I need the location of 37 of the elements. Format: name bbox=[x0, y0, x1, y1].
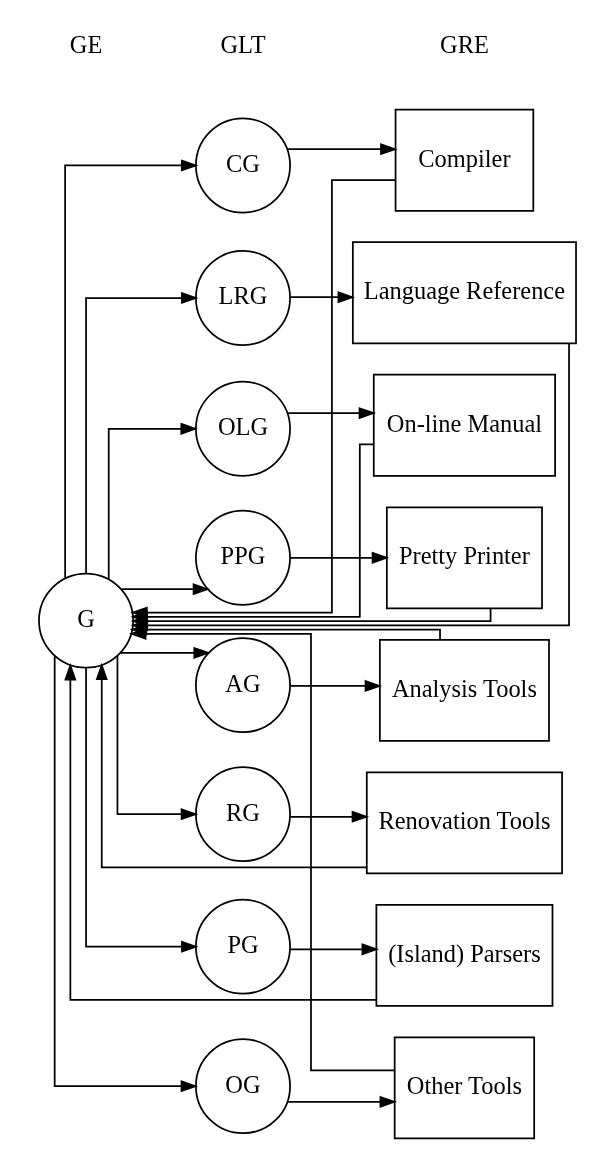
label: GLT bbox=[220, 31, 266, 59]
node-circle: LRG bbox=[195, 250, 291, 346]
arrow bbox=[289, 943, 379, 956]
arrow bbox=[116, 655, 199, 821]
node-circle: PG bbox=[195, 898, 291, 995]
node-circle: OG bbox=[195, 1038, 291, 1135]
node-circle: G bbox=[38, 572, 134, 669]
arrow bbox=[289, 810, 370, 823]
arrow bbox=[95, 662, 368, 869]
node-circle: CG bbox=[195, 117, 291, 214]
node-box: Compiler bbox=[394, 108, 535, 212]
node-circle: RG bbox=[195, 766, 291, 863]
arrow bbox=[289, 551, 390, 564]
label: GE bbox=[69, 31, 103, 59]
node-box: Renovation Tools bbox=[365, 771, 563, 875]
node-box: Pretty Printer bbox=[385, 506, 543, 610]
arrow bbox=[286, 1095, 398, 1108]
arrow bbox=[107, 422, 198, 580]
arrow bbox=[120, 646, 211, 659]
node-box: Analysis Tools bbox=[379, 638, 550, 742]
arrow bbox=[85, 667, 199, 953]
node-box: Other Tools bbox=[393, 1036, 536, 1140]
node-box: On-line Manual bbox=[372, 373, 556, 477]
arrow bbox=[286, 143, 398, 156]
arrow bbox=[64, 662, 377, 1001]
arrow bbox=[64, 159, 199, 579]
node-circle: PPG bbox=[195, 509, 291, 606]
arrow bbox=[286, 407, 377, 420]
arrow bbox=[53, 655, 199, 1093]
label: GRE bbox=[440, 31, 489, 59]
node-circle: OLG bbox=[195, 380, 291, 477]
node-box: (Island) Parsers bbox=[375, 903, 554, 1007]
arrow bbox=[85, 291, 199, 574]
node-box: Language Reference bbox=[351, 241, 577, 345]
arrow bbox=[120, 583, 211, 596]
arrow bbox=[289, 679, 383, 693]
arrow bbox=[289, 291, 355, 304]
